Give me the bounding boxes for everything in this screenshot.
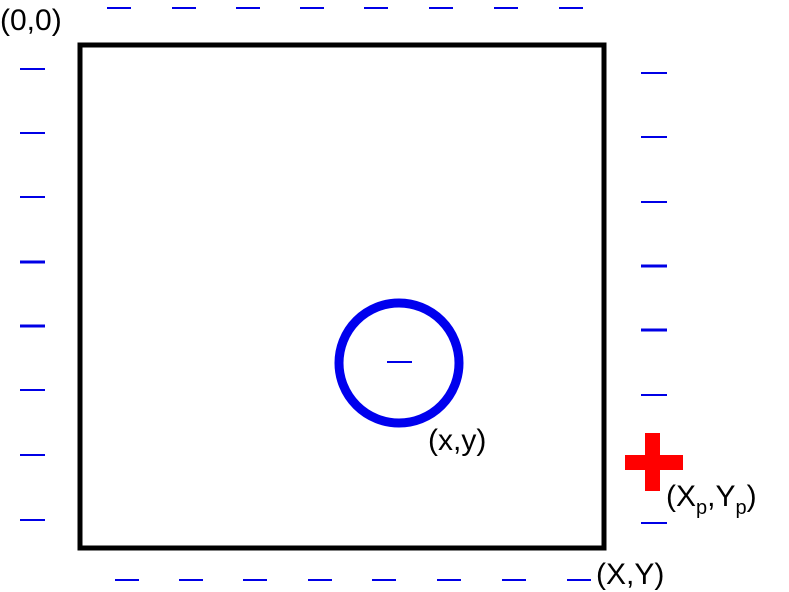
- projected-label-comma: ,Y: [707, 480, 735, 513]
- projected-label-sub-y: p: [735, 497, 746, 519]
- plus-icon: [625, 433, 683, 491]
- point-label: (x,y): [428, 424, 486, 457]
- projected-label-close: ): [747, 480, 757, 513]
- origin-label: (0,0): [0, 4, 62, 37]
- left-dash-column: [20, 68, 45, 521]
- projected-point-label: (Xp,Yp): [666, 480, 757, 519]
- projected-label-sub-x: p: [696, 497, 707, 519]
- right-dash-column: [641, 72, 667, 524]
- point-circle: [334, 298, 464, 428]
- frame-rectangle: [77, 42, 607, 551]
- projected-label-open: (X: [666, 480, 696, 513]
- corner-label: (X,Y): [596, 558, 664, 591]
